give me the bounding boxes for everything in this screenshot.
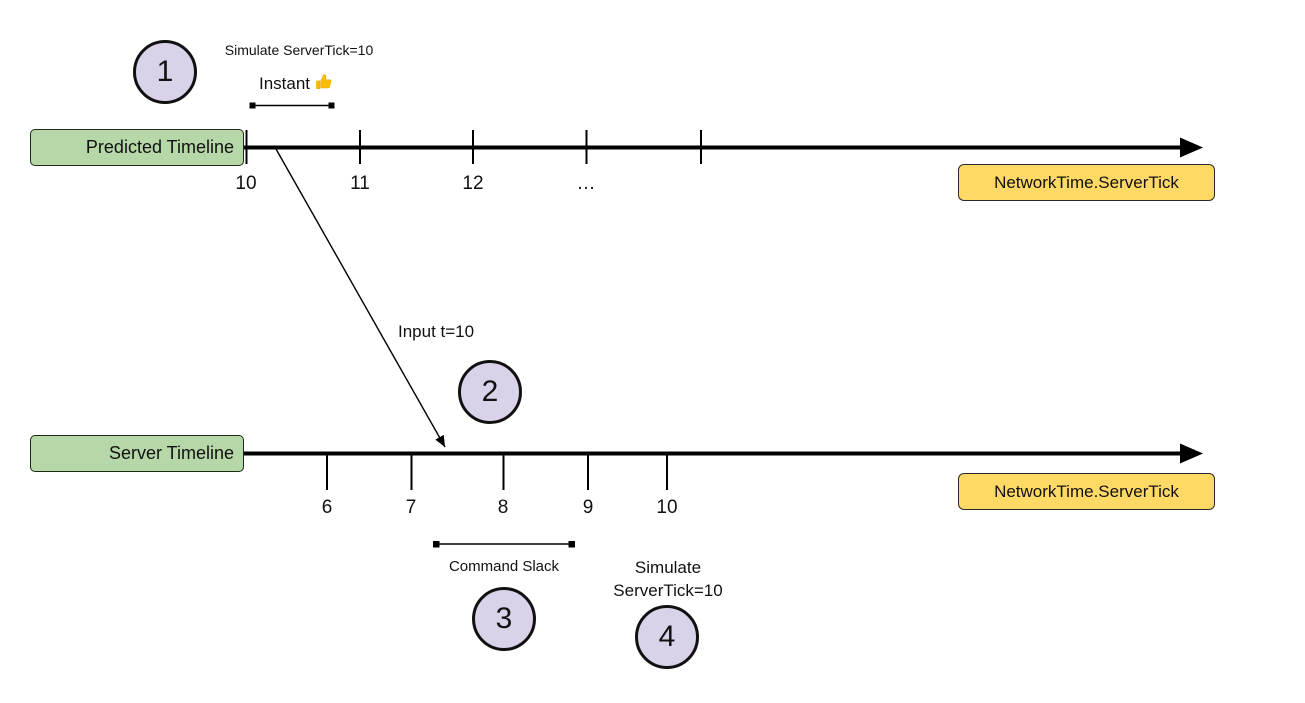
predicted-timeline-axis: [235, 130, 1203, 164]
predicted-tick-label: 12: [462, 173, 484, 194]
step-2-number: 2: [481, 375, 499, 408]
step-3-number: 3: [495, 602, 513, 635]
step-1-number: 1: [156, 55, 174, 88]
step-4-badge: 4: [635, 605, 699, 669]
server-tick-label: 10: [656, 497, 678, 518]
arrowhead-icon: [1180, 443, 1203, 464]
arrowhead-icon: [1180, 137, 1203, 158]
server-tick-label: 7: [405, 497, 417, 518]
step-4-title: Simulate ServerTick=10: [613, 558, 723, 600]
thumbs-up-icon: [315, 73, 333, 97]
step-1-subtitle: Instant: [259, 72, 333, 97]
step-2-badge: 2: [458, 360, 522, 424]
step-1-title: Simulate ServerTick=10: [224, 42, 374, 58]
predicted-tick-label: 10: [235, 173, 257, 194]
server-axis-name-box: NetworkTime.ServerTick: [958, 473, 1215, 510]
step-4-number: 4: [658, 620, 676, 653]
input-arrow-label: Input t=10: [398, 322, 475, 341]
predicted-tick-label: …: [576, 173, 596, 194]
predicted-axis-name-box: NetworkTime.ServerTick: [958, 164, 1215, 201]
step-1-badge: 1: [133, 40, 197, 104]
command-slack-bracket: [433, 541, 575, 548]
server-tick-label: 6: [321, 497, 333, 518]
server-tick-label: 8: [497, 497, 509, 518]
server-tick-label: 9: [582, 497, 594, 518]
predicted-tick-label: 11: [350, 173, 370, 194]
step-3-badge: 3: [472, 587, 536, 651]
predicted-timeline-label: Predicted Timeline: [30, 129, 244, 166]
server-timeline-label: Server Timeline: [30, 435, 244, 472]
instant-bracket: [249, 102, 335, 109]
server-timeline-axis: [235, 443, 1203, 490]
command-slack-label: Command Slack: [448, 558, 560, 575]
input-arrow: [275, 148, 446, 448]
